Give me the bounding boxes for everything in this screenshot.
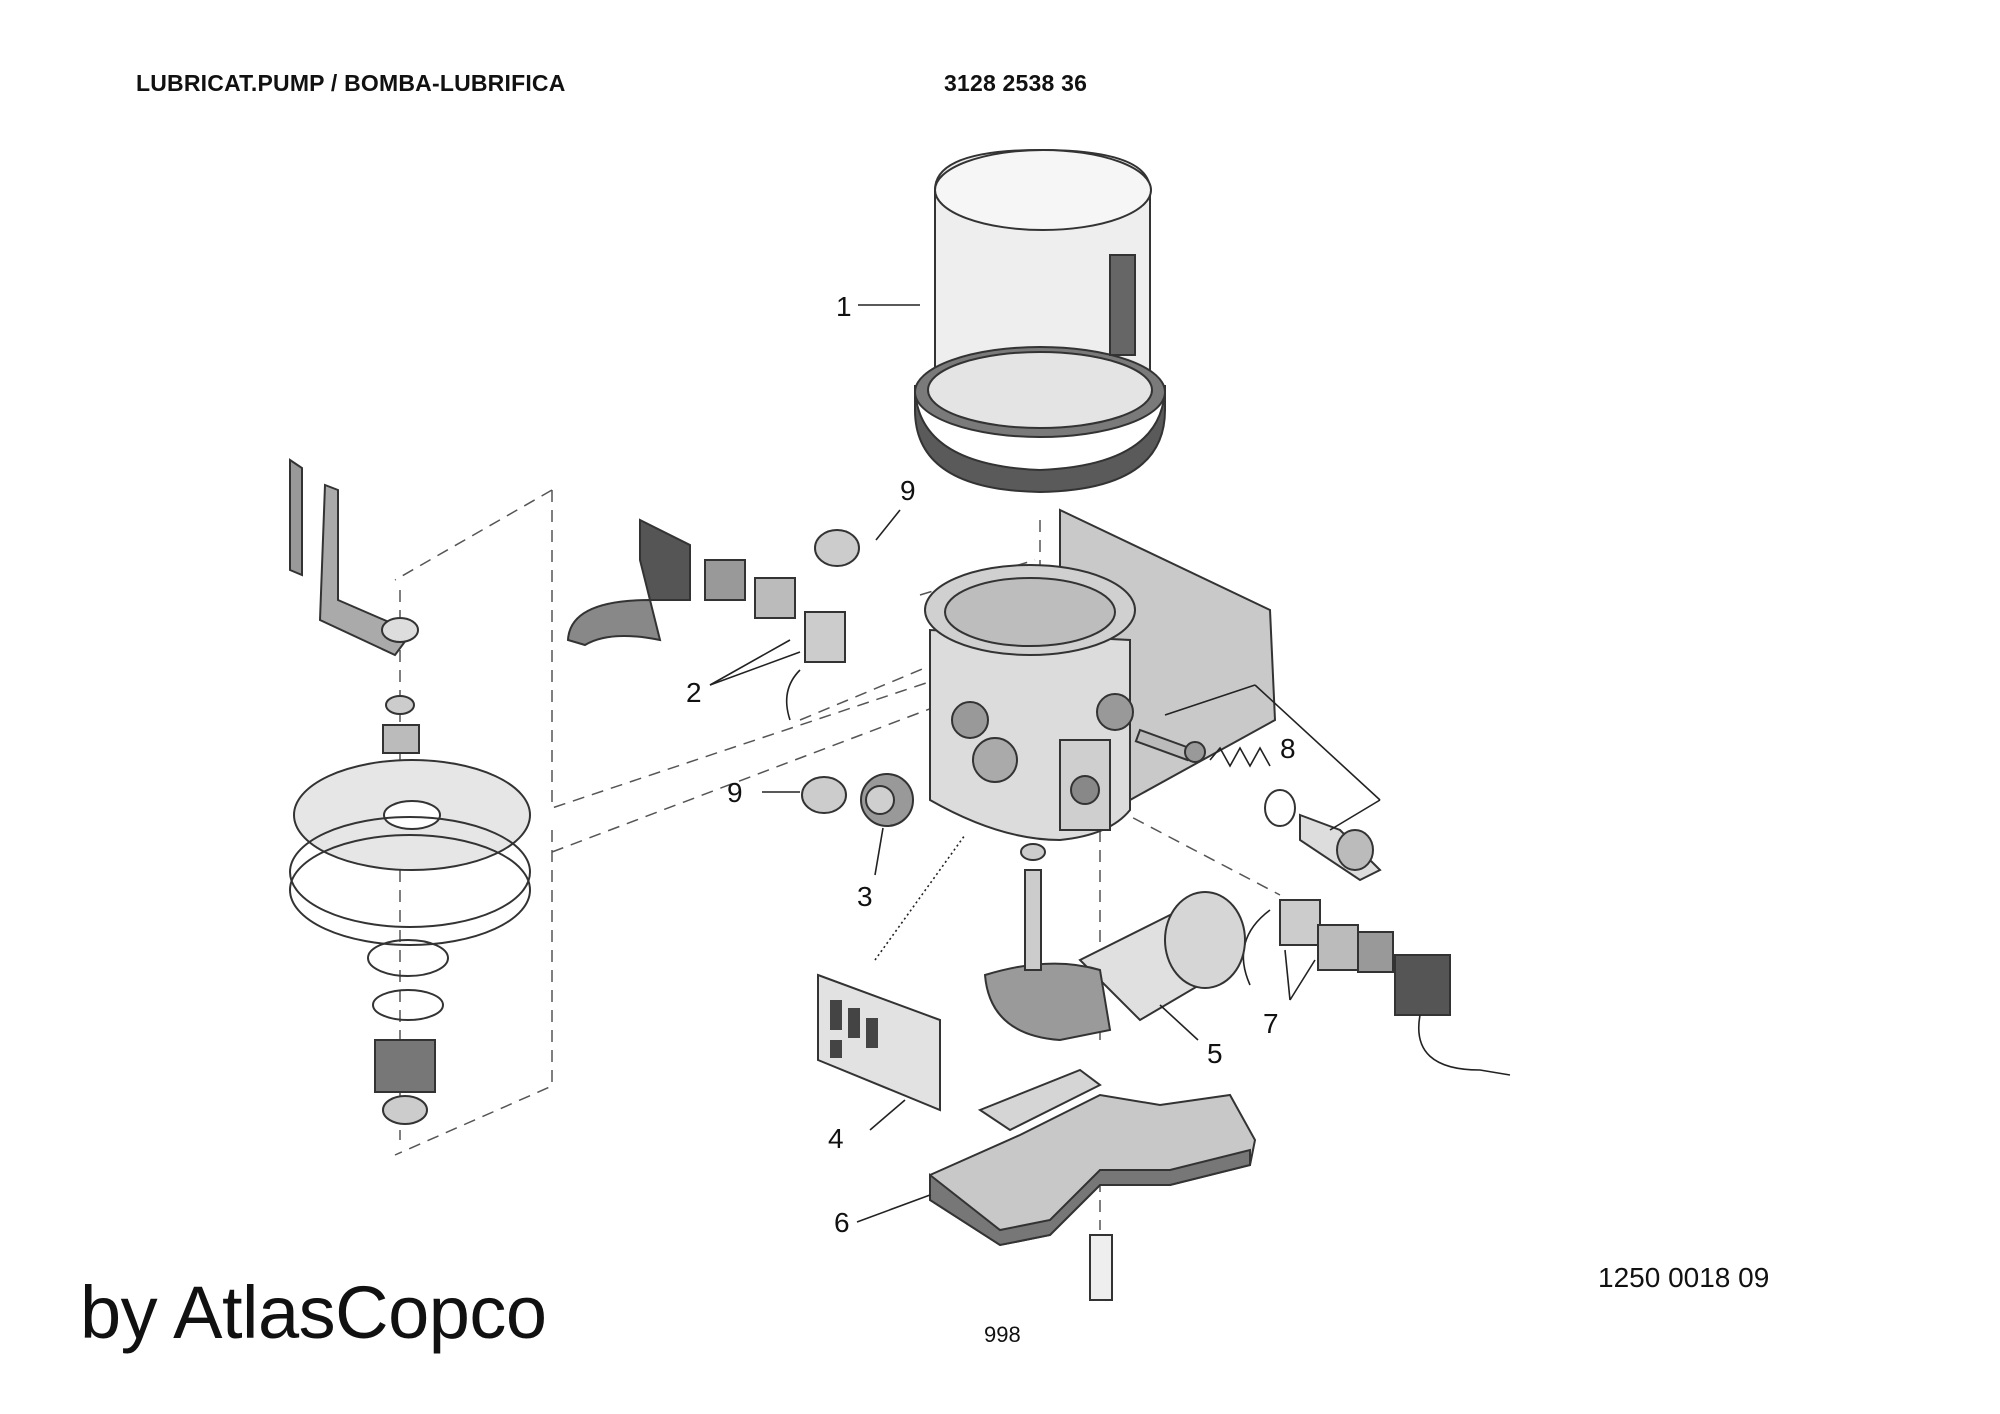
callout-1: 1 [836,291,852,322]
connector-part-2 [566,518,846,721]
connector-part-7 [1242,899,1511,1076]
reservoir-part-1 [914,148,1166,494]
document-number: 1250 0018 09 [1598,1262,1770,1293]
callout-3: 3 [857,881,873,912]
callout-9-side: 9 [727,777,743,808]
callout-6: 6 [834,1207,850,1238]
page-title: LUBRICAT.PUMP / BOMBA-LUBRIFICA [136,70,566,96]
page-number: 998 [984,1322,1021,1347]
part-number: 3128 2538 36 [944,70,1088,96]
base-plate-part-6 [929,1068,1257,1301]
circuit-board-part-4 [817,834,966,1112]
pump-housing [924,508,1277,842]
callout-5: 5 [1207,1038,1223,1069]
plug-part-9-side [801,776,847,814]
motor-part-5 [983,843,1246,1042]
leader-lines [709,304,1381,1223]
nut-part-3 [860,773,914,827]
brand-text: by AtlasCopco [80,1271,547,1354]
valve-assembly-part-8 [1134,728,1382,882]
callout-8: 8 [1280,733,1296,764]
plug-part-9-top [814,529,860,567]
callout-9-top: 9 [900,475,916,506]
callout-7: 7 [1263,1008,1279,1039]
callout-2: 2 [686,677,702,708]
stirrer-assembly [289,458,531,1125]
callout-4: 4 [828,1123,844,1154]
